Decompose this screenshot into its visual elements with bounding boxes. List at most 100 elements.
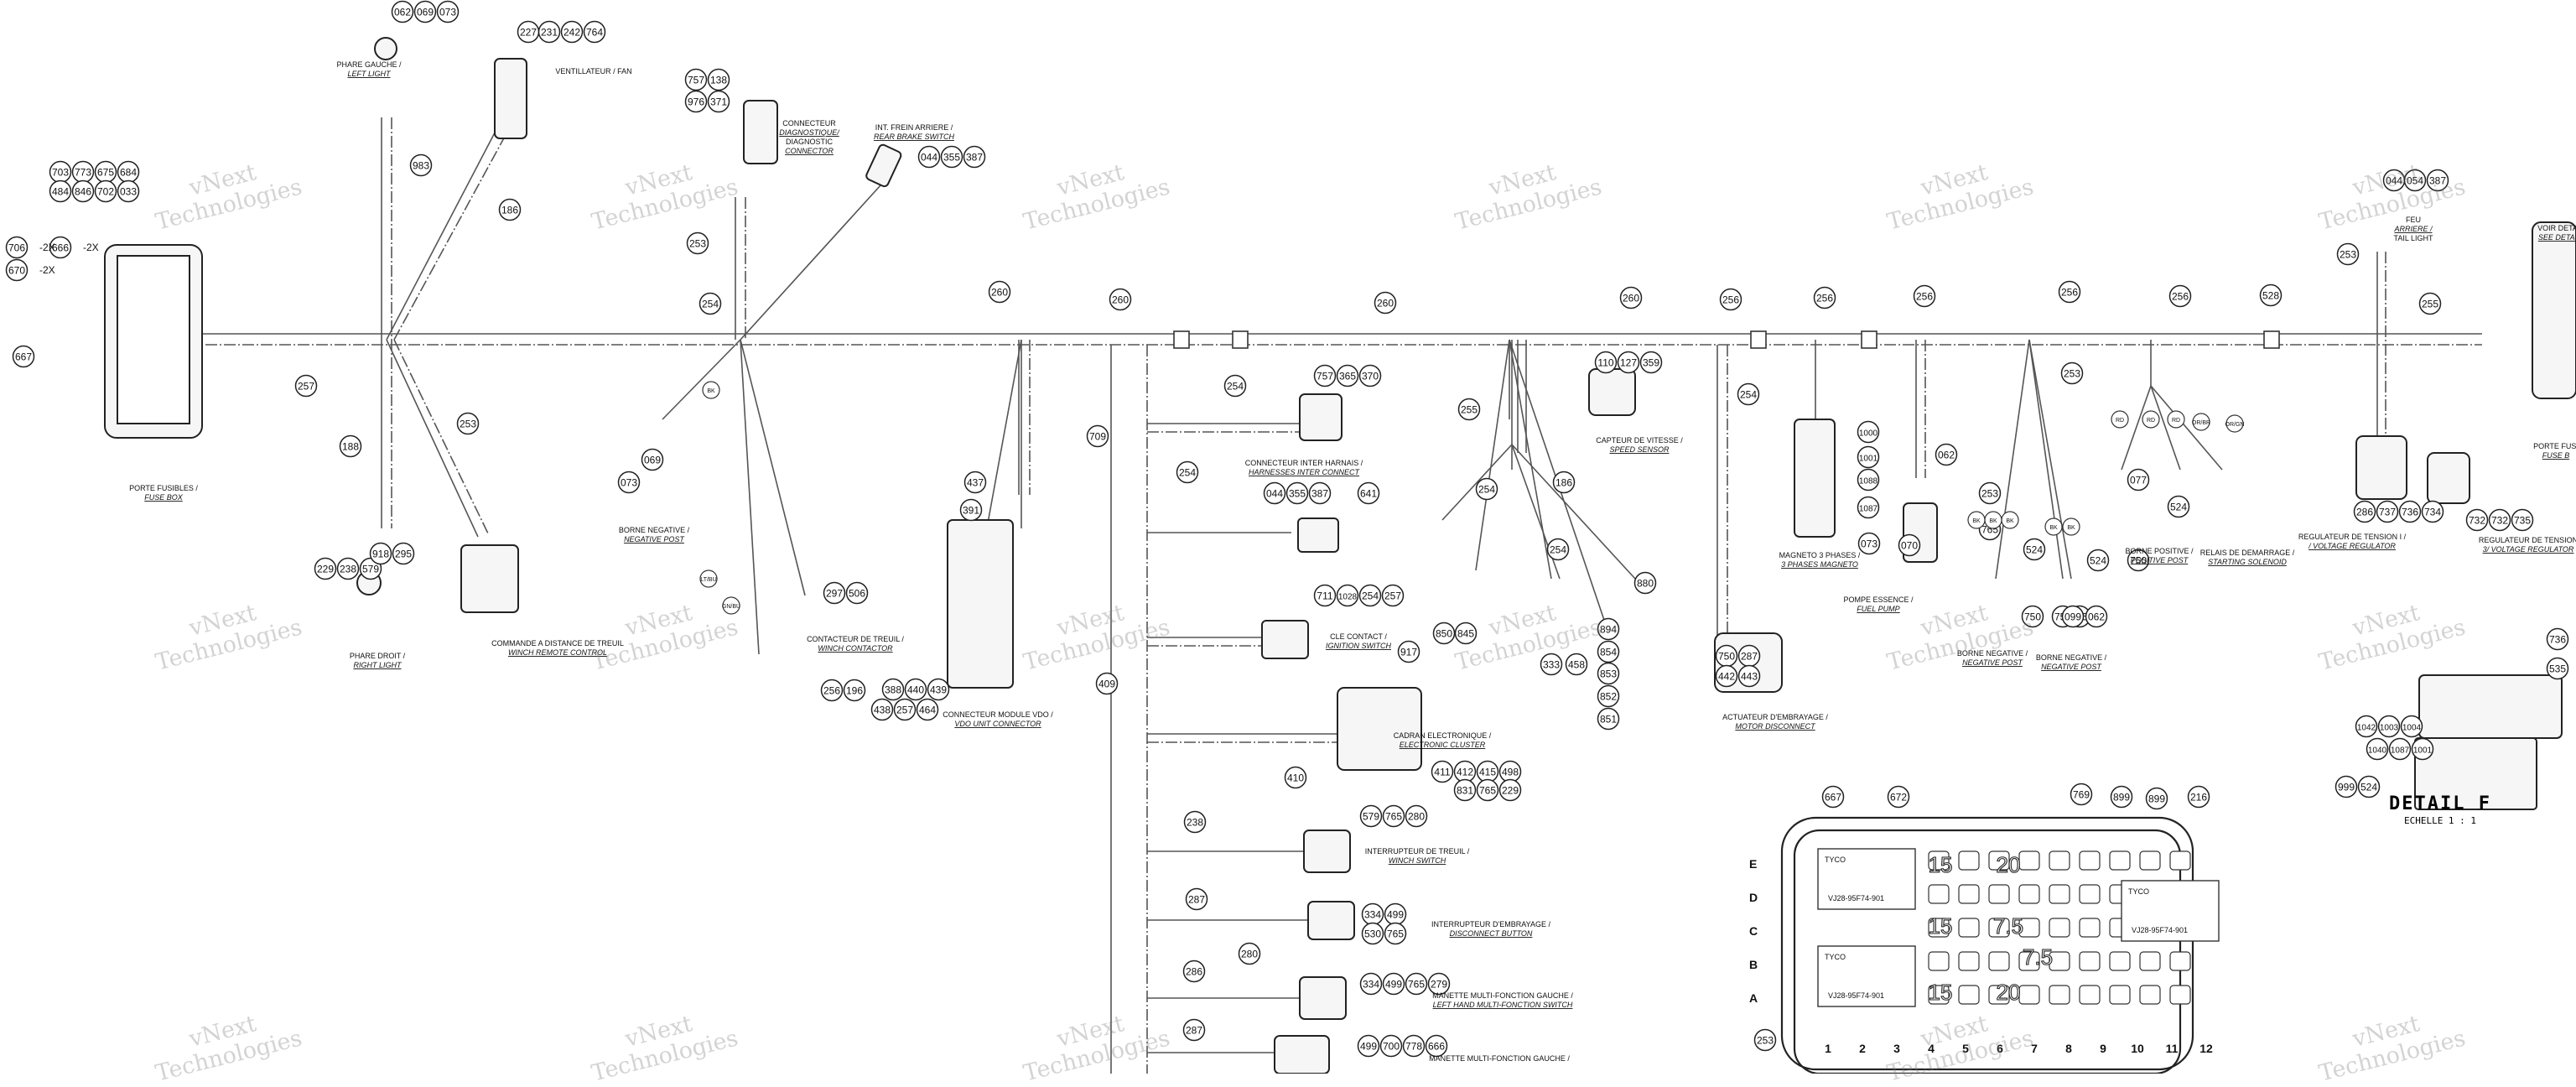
svg-text:NEGATIVE POST: NEGATIVE POST <box>624 535 685 544</box>
svg-text:033: 033 <box>120 186 137 198</box>
callout-831: 831 <box>1453 778 1477 802</box>
callout-845: 845 <box>1454 622 1478 645</box>
callout-355: 355 <box>1285 481 1309 505</box>
callout-769: 769 <box>2070 783 2093 806</box>
wire-color-tag: OR/GN <box>2225 422 2245 428</box>
component-label: INTERRUPTEUR DE TREUIL /WINCH SWITCH <box>1365 847 1470 865</box>
svg-text:254: 254 <box>1550 544 1566 556</box>
relay-part-number: VJ28-95F74-901 <box>2132 926 2188 934</box>
callout-254: 254 <box>1737 382 1760 406</box>
fuse-slot <box>2079 985 2101 1005</box>
callout-535: 535 <box>2546 657 2569 680</box>
callout-579: 579 <box>1359 804 1383 828</box>
component-label: INTERRUPTEUR D'EMBRAYAGE /DISCONNECT BUT… <box>1431 920 1550 938</box>
svg-text:703: 703 <box>52 167 69 179</box>
svg-text:524: 524 <box>2170 502 2187 513</box>
svg-text:242: 242 <box>564 27 580 39</box>
callout-641: 641 <box>1357 481 1380 505</box>
svg-text:524: 524 <box>2026 544 2043 556</box>
fuse-slot <box>1988 850 2010 871</box>
callout-229: 229 <box>1498 778 1522 802</box>
callout-1000: 1000 <box>1857 420 1880 444</box>
svg-text:069: 069 <box>644 455 661 466</box>
svg-text:1000: 1000 <box>1859 429 1878 439</box>
svg-text:CADRAN ELECTRONIQUE /: CADRAN ELECTRONIQUE / <box>1394 731 1492 740</box>
svg-text:765: 765 <box>1408 979 1425 991</box>
svg-text:BORNE NEGATIVE /: BORNE NEGATIVE / <box>619 526 690 534</box>
svg-text:260: 260 <box>991 287 1008 299</box>
svg-text:WINCH CONTACTOR: WINCH CONTACTOR <box>818 644 893 653</box>
svg-text:256: 256 <box>1722 294 1739 306</box>
callout-530: 530 <box>1361 922 1384 945</box>
component-label: CONTACTEUR DE TREUIL /WINCH CONTACTOR <box>807 635 904 653</box>
callout-736: 736 <box>2398 500 2422 523</box>
svg-text:535: 535 <box>2549 663 2566 675</box>
callout-suffix: -2X <box>83 242 99 253</box>
svg-text:706: 706 <box>8 242 25 254</box>
grid-col-label: 4 <box>1928 1042 1935 1055</box>
callout-260: 260 <box>1374 291 1397 315</box>
callout-069: 069 <box>641 448 664 471</box>
callout-257: 257 <box>294 374 318 398</box>
wire-color-tag: RD <box>2172 418 2180 424</box>
callout-850: 850 <box>1432 622 1456 645</box>
fuse-slot <box>2109 951 2131 971</box>
callout-736: 736 <box>2546 627 2569 651</box>
svg-text:062: 062 <box>2088 611 2105 623</box>
svg-text:TAIL LIGHT: TAIL LIGHT <box>2393 234 2433 242</box>
svg-text:579: 579 <box>1363 811 1379 823</box>
svg-text:666: 666 <box>1428 1041 1445 1053</box>
callout-440: 440 <box>904 678 927 701</box>
svg-text:PORTE FUSIBLES /: PORTE FUSIBLES / <box>129 484 198 492</box>
component-label: MANETTE MULTI-FONCTION GAUCHE / <box>1429 1054 1570 1063</box>
svg-text:110: 110 <box>1597 357 1613 369</box>
callout-062: 062 <box>391 0 414 23</box>
component-label: PHARE DROIT /RIGHT LIGHT <box>350 652 406 669</box>
callout-044: 044 <box>917 145 941 169</box>
callout-355: 355 <box>940 145 963 169</box>
svg-text:DISCONNECT BUTTON: DISCONNECT BUTTON <box>1450 929 1533 938</box>
relay-module <box>2121 880 2220 942</box>
fuse-slot <box>2169 850 2191 871</box>
callout-365: 365 <box>1336 364 1359 387</box>
callout-254: 254 <box>699 292 722 315</box>
svg-text:506: 506 <box>849 588 865 600</box>
svg-text:253: 253 <box>2064 368 2080 380</box>
svg-text:POMPE ESSENCE /: POMPE ESSENCE / <box>1843 596 1914 604</box>
svg-text:BORNE NEGATIVE /: BORNE NEGATIVE / <box>2036 653 2107 662</box>
wire-tag-ring <box>2142 410 2160 429</box>
callout-737: 737 <box>2376 500 2399 523</box>
connectors <box>104 37 2576 1074</box>
detail-title: DETAIL F <box>2389 793 2491 814</box>
svg-text:411: 411 <box>1434 767 1450 778</box>
svg-text:FUSE B: FUSE B <box>2542 451 2570 460</box>
callout-1088: 1088 <box>1857 468 1880 491</box>
svg-text:POSITIVE POST: POSITIVE POST <box>2131 556 2189 564</box>
fuse-slot <box>2049 951 2070 971</box>
svg-text:254: 254 <box>1362 590 1379 602</box>
callout-765: 765 <box>1384 922 1407 945</box>
component-label: BORNE NEGATIVE /NEGATIVE POST <box>2036 653 2107 671</box>
grid-row-label: E <box>1749 857 1757 871</box>
svg-text:COMMANDE A DISTANCE DE TREUIL: COMMANDE A DISTANCE DE TREUIL <box>491 639 624 648</box>
svg-text:260: 260 <box>1623 293 1639 304</box>
svg-text:227: 227 <box>520 27 537 39</box>
fuse-rating: 20 <box>1997 852 2021 877</box>
svg-text:750: 750 <box>2130 555 2147 567</box>
callout-062: 062 <box>2085 605 2108 628</box>
svg-text:CAPTEUR DE VITESSE /: CAPTEUR DE VITESSE / <box>1596 436 1683 445</box>
callout-1028: 1028 <box>1336 584 1359 607</box>
callout-1087: 1087 <box>1857 496 1880 519</box>
component-label: CONNECTEUR INTER HARNAIS /HARNESSES INTE… <box>1245 459 1363 476</box>
callout-700: 700 <box>1379 1034 1403 1058</box>
svg-text:750: 750 <box>1718 651 1735 663</box>
fuse-slot <box>1928 884 1950 904</box>
relay-module <box>1817 848 1916 910</box>
svg-text:499: 499 <box>1360 1041 1377 1053</box>
callout-524: 524 <box>2357 775 2381 798</box>
svg-text:257: 257 <box>298 381 314 393</box>
callout-359: 359 <box>1639 351 1663 374</box>
svg-text:899: 899 <box>2148 793 2165 805</box>
svg-text:387: 387 <box>966 152 983 164</box>
